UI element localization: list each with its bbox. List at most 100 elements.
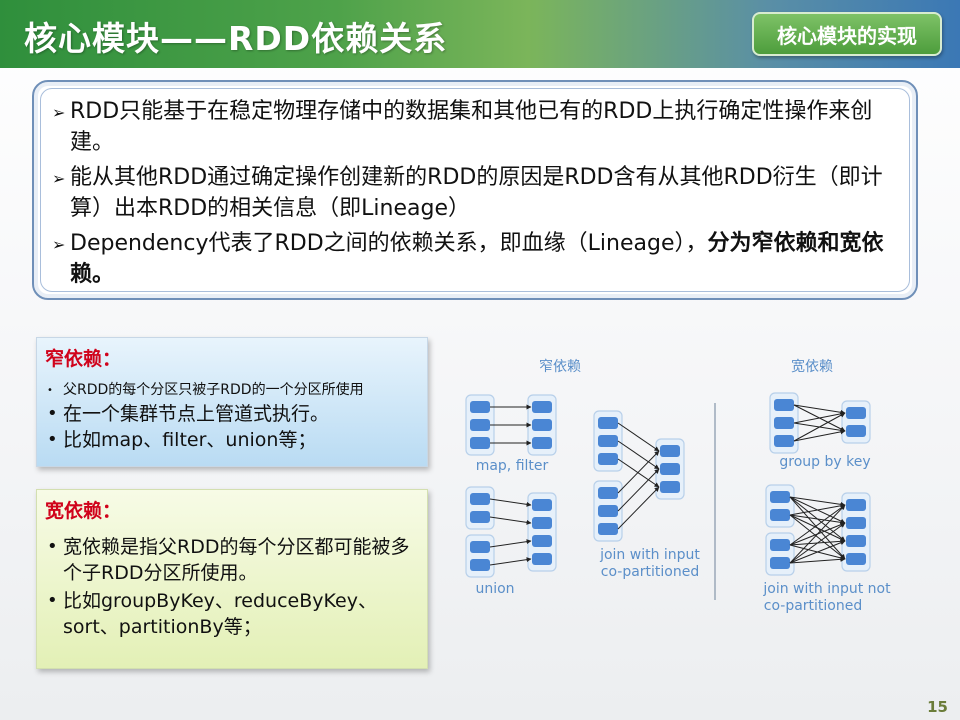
dependency-arrow — [617, 450, 660, 494]
rdd-partition — [770, 539, 790, 551]
rdd-container — [527, 492, 557, 572]
page-number: 15 — [927, 698, 948, 716]
dependency-diagram: 窄依赖 宽依赖 map, filter union join with inpu… — [465, 358, 891, 614]
rdd-partition — [470, 541, 490, 553]
arrow-bullet-icon: ➢ — [52, 103, 66, 122]
dependency-arrow — [789, 556, 846, 564]
dependency-arrow — [793, 411, 846, 424]
key-point: ➢ RDD只能基于在稳定物理存储中的数据集和其他已有的RDD上执行确定性操作来创… — [52, 96, 902, 158]
key-point-emphasis: 分为窄依赖和宽依赖。 — [70, 231, 884, 287]
wide-dependency-heading: 宽依赖： — [45, 500, 122, 522]
dependency-arrow — [793, 412, 846, 442]
dependency-arrow — [789, 504, 846, 564]
narrow-dependency-list: • 父RDD的每个分区只被子RDD的一个分区所使用 • 在一个集群节点上管道式执… — [47, 380, 419, 453]
rdd-partition — [532, 401, 552, 413]
rdd-partition — [846, 553, 866, 565]
key-point: ➢ 能从其他RDD通过确定操作创建新的RDD的原因是RDD含有从其他RDD衍生（… — [52, 162, 902, 224]
rdd-partition — [532, 499, 552, 511]
rdd-partition — [846, 407, 866, 419]
bullet-icon: • — [47, 536, 58, 557]
key-points-inner-border — [40, 88, 910, 292]
dependency-arrow — [617, 458, 660, 488]
rdd-partition — [532, 535, 552, 547]
list-item: • 在一个集群节点上管道式执行。 — [47, 403, 330, 425]
section-badge[interactable]: 核心模块的实现 — [752, 12, 942, 56]
bullet-icon: • — [47, 429, 58, 450]
rdd-partition — [598, 417, 618, 429]
rdd-partition — [660, 463, 680, 475]
rdd-partition — [774, 435, 794, 447]
diagram-edges — [489, 404, 846, 566]
key-point-text: Dependency代表了RDD之间的依赖关系，即血缘（Lineage），分为窄… — [70, 231, 884, 287]
narrow-dependency-heading: 窄依赖： — [45, 348, 122, 370]
diagram-partitions — [465, 392, 871, 578]
dependency-arrow — [793, 404, 846, 415]
join-not-co-partitioned-label-line1: join with input not — [762, 581, 891, 597]
key-point-text: RDD只能基于在稳定物理存储中的数据集和其他已有的RDD上执行确定性操作来创建。 — [70, 99, 873, 155]
rdd-partition — [470, 419, 490, 431]
rdd-partition — [470, 401, 490, 413]
rdd-partition — [770, 509, 790, 521]
rdd-partition — [598, 505, 618, 517]
wide-dependency-list: • 宽依赖是指父RDD的每个分区都可能被多个子RDD分区所使用。 • 比如gro… — [47, 534, 419, 640]
dependency-arrow — [617, 468, 660, 512]
rdd-partition — [470, 559, 490, 571]
header-bar: 核心模块——RDD依赖关系 核心模块的实现 — [0, 0, 960, 68]
dependency-arrow — [789, 504, 846, 546]
rdd-partition — [846, 535, 866, 547]
rdd-partition — [660, 481, 680, 493]
key-point-text: 能从其他RDD通过确定操作创建新的RDD的原因是RDD含有从其他RDD衍生（即计… — [70, 165, 883, 221]
bullet-icon: • — [47, 403, 58, 424]
dependency-arrow — [789, 503, 846, 516]
wide-dependency-box: 宽依赖： • 宽依赖是指父RDD的每个分区都可能被多个子RDD分区所使用。 • … — [36, 489, 428, 669]
rdd-partition — [532, 553, 552, 565]
rdd-partition — [846, 425, 866, 437]
dependency-arrow — [789, 514, 846, 560]
rdd-partition — [532, 437, 552, 449]
dependency-arrow — [789, 514, 846, 542]
dependency-arrow — [617, 422, 660, 452]
rdd-partition — [846, 499, 866, 511]
rdd-partition — [846, 517, 866, 529]
dependency-arrow — [617, 486, 660, 530]
dependency-arrow — [789, 514, 846, 525]
key-points-list: ➢ RDD只能基于在稳定物理存储中的数据集和其他已有的RDD上执行确定性操作来创… — [52, 96, 902, 294]
narrow-dependency-box: 窄依赖： • 父RDD的每个分区只被子RDD的一个分区所使用 • 在一个集群节点… — [36, 337, 428, 467]
dependency-arrow — [489, 557, 532, 566]
rdd-partition — [532, 517, 552, 529]
dependency-arrow — [617, 440, 660, 470]
rdd-container — [841, 492, 871, 572]
rdd-partition — [660, 445, 680, 457]
bullet-icon: • — [47, 385, 53, 396]
union-label: union — [475, 581, 514, 597]
join-co-partitioned-label-line1: join with input — [599, 547, 700, 563]
dependency-arrow — [789, 496, 846, 507]
rdd-partition — [774, 417, 794, 429]
rdd-partition — [774, 399, 794, 411]
list-item: • 父RDD的每个分区只被子RDD的一个分区所使用 — [47, 380, 419, 401]
group-by-key-label: group by key — [779, 454, 870, 470]
list-item: • 宽依赖是指父RDD的每个分区都可能被多个子RDD分区所使用。 — [47, 536, 410, 584]
rdd-partition — [770, 557, 790, 569]
rdd-partition — [598, 453, 618, 465]
join-not-co-partitioned-label-line2: co-partitioned — [764, 598, 863, 614]
dependency-arrow — [489, 498, 532, 507]
page-title: 核心模块——RDD依赖关系 — [24, 19, 448, 58]
dependency-arrow — [793, 429, 846, 442]
join-co-partitioned-label-line2: co-partitioned — [601, 564, 700, 580]
dependency-arrow — [489, 516, 532, 525]
rdd-partition — [470, 437, 490, 449]
list-item: • 比如map、filter、union等； — [47, 429, 317, 451]
rdd-partition — [598, 435, 618, 447]
diagram-narrow-title: 窄依赖 — [539, 358, 581, 375]
map-filter-label: map, filter — [476, 458, 549, 474]
arrow-bullet-icon: ➢ — [52, 235, 66, 254]
key-points-box: ➢ RDD只能基于在稳定物理存储中的数据集和其他已有的RDD上执行确定性操作来创… — [32, 80, 918, 300]
rdd-partition — [770, 491, 790, 503]
arrow-bullet-icon: ➢ — [52, 169, 66, 188]
rdd-partition — [470, 511, 490, 523]
rdd-partition — [470, 493, 490, 505]
diagram-wide-title: 宽依赖 — [791, 358, 833, 375]
bullet-icon: • — [47, 590, 58, 611]
key-point: ➢ Dependency代表了RDD之间的依赖关系，即血缘（Lineage），分… — [52, 228, 902, 290]
